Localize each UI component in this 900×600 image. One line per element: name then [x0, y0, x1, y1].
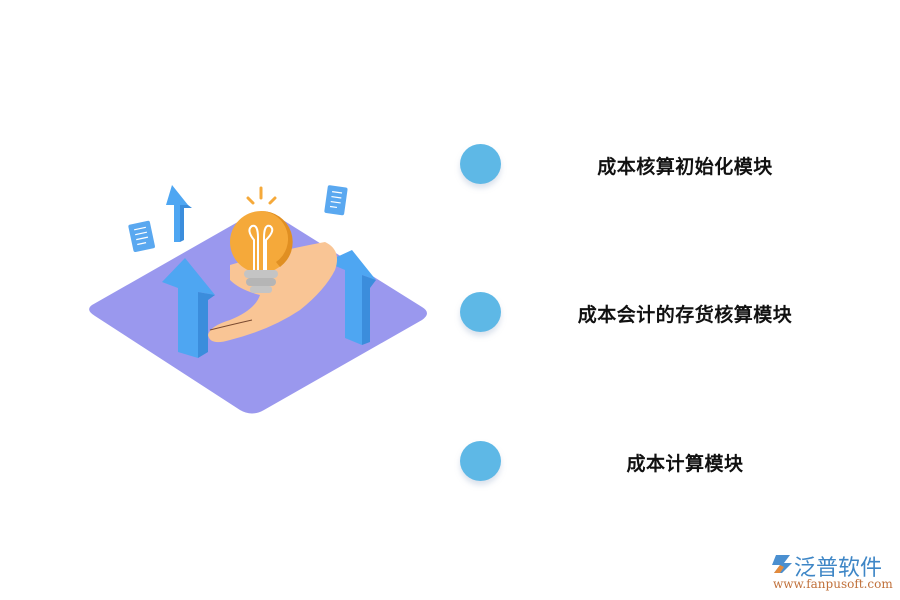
module-label: 成本计算模块 [626, 453, 744, 475]
module-label: 成本会计的存货核算模块 [577, 304, 793, 326]
hand-shape [208, 242, 338, 343]
document-icon [324, 185, 348, 216]
logo-name: 泛普软件 [794, 556, 883, 581]
bullet-dot [460, 441, 501, 481]
lightbulb-icon [230, 186, 293, 293]
module-item: 成本计算模块 [460, 441, 840, 481]
module-item: 成本会计的存货核算模块 [460, 292, 840, 332]
brand-logo: 泛普软件 www.fanpusoft.com [768, 550, 896, 596]
arrow-up-icon [162, 258, 215, 358]
arrow-up-icon [326, 250, 376, 345]
logo-mark-icon [772, 555, 792, 573]
arrow-up-icon [166, 185, 192, 242]
bullet-dot [460, 144, 501, 184]
bullet-dot [460, 292, 501, 332]
module-item: 成本核算初始化模块 [460, 144, 840, 184]
document-icon [128, 220, 155, 253]
module-label: 成本核算初始化模块 [597, 156, 773, 178]
idea-illustration [80, 170, 440, 420]
logo-url: www.fanpusoft.com [773, 577, 893, 591]
